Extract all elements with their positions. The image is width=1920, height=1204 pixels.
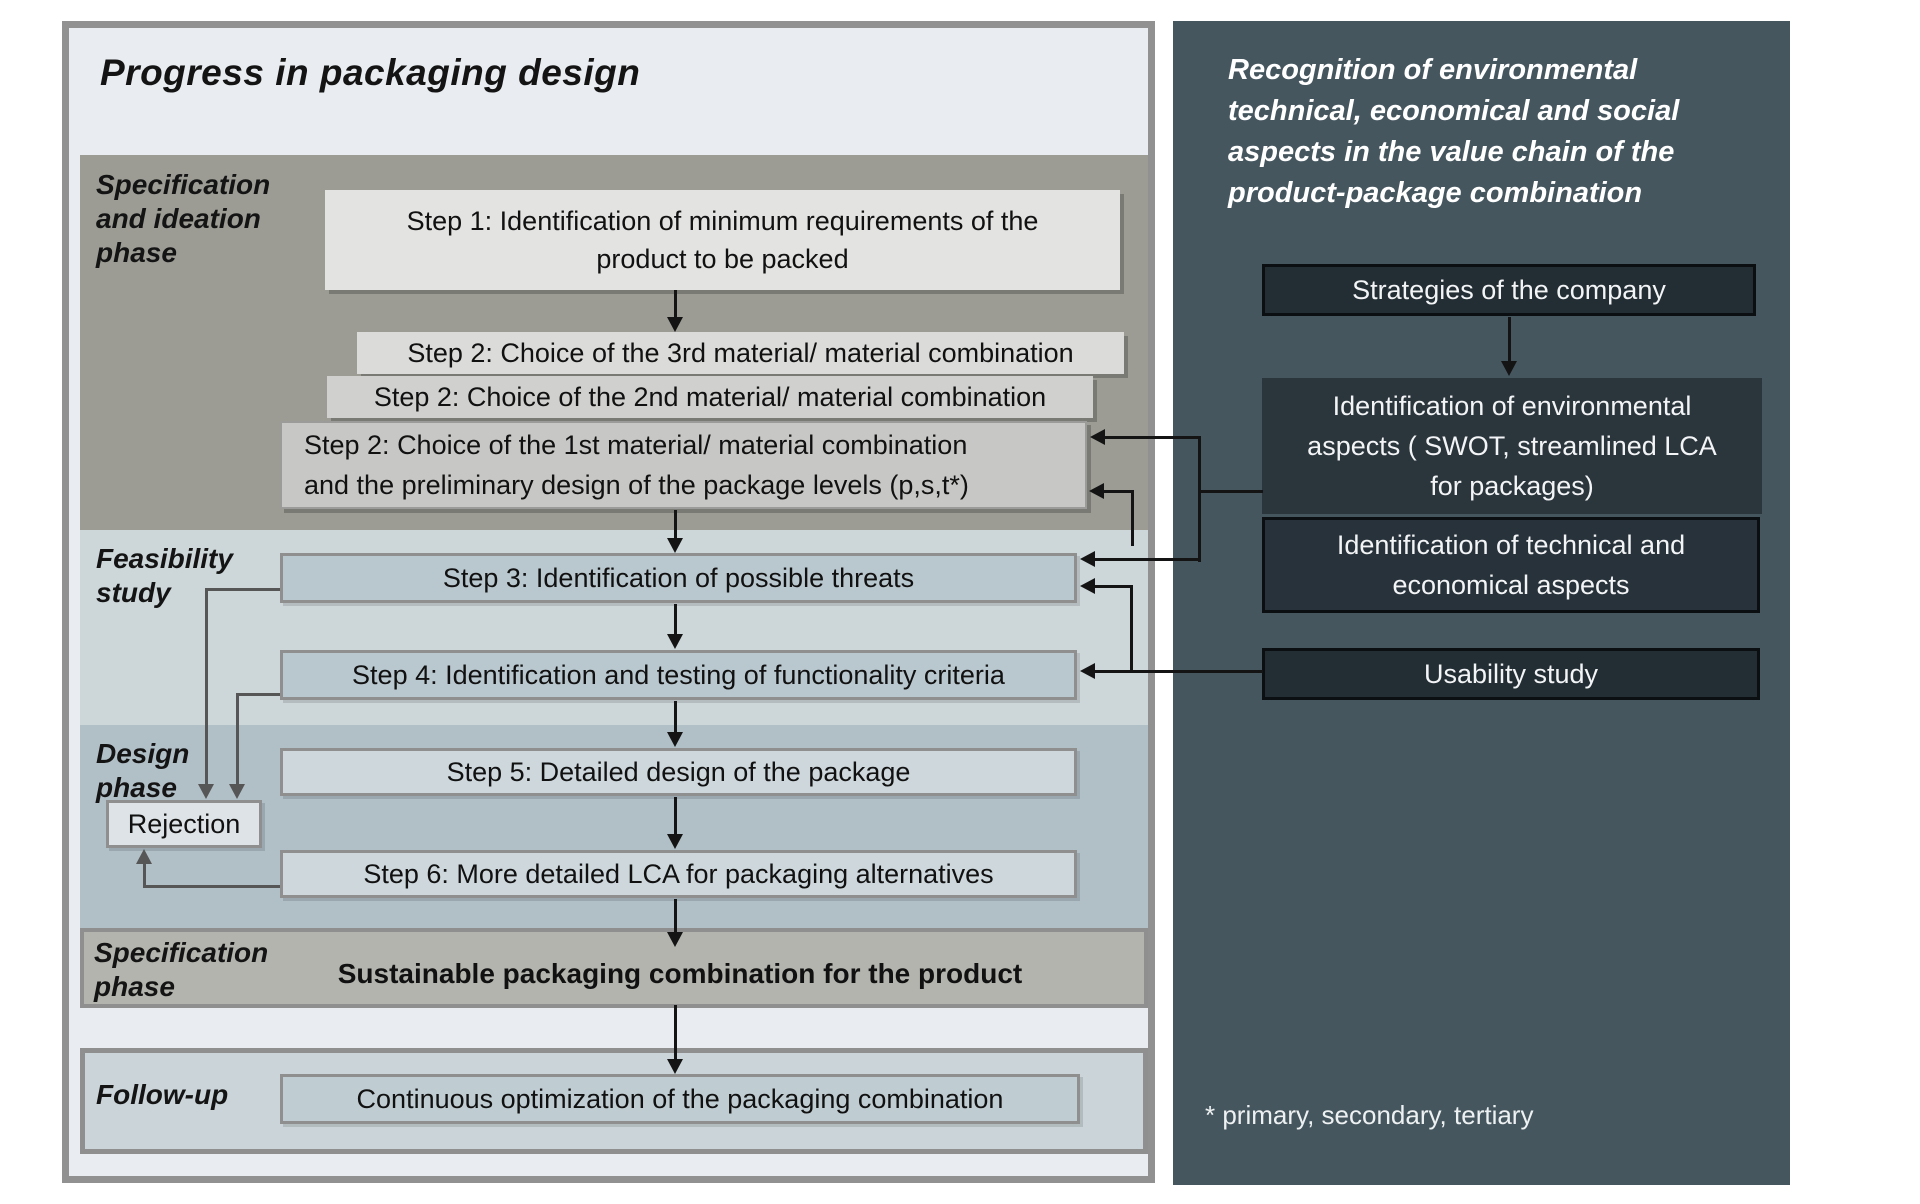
continuous-optimization-label: Continuous optimization of the packaging…: [356, 1084, 1004, 1114]
phase-label-specification: Specification phase: [94, 937, 269, 1002]
step2-first-material-box: Step 2: Choice of the 1st material/ mate…: [280, 421, 1087, 509]
usability-label: Usability study: [1423, 659, 1599, 689]
arrowhead-step5-to-step6-icon: [667, 834, 683, 849]
line-tech-to-trunk: [1200, 490, 1263, 493]
step5-label: Step 5: Detailed design of the package: [446, 757, 911, 787]
line-usability-to-step4: [1094, 670, 1263, 673]
arrowhead-step4-to-rejection-icon: [229, 784, 245, 799]
rejection-label: Rejection: [127, 809, 241, 839]
step1-box: Step 1: Identification of minimum requir…: [325, 190, 1120, 290]
recognition-title-line1: Recognition of environmental: [1228, 54, 1638, 86]
phase-label-design: Design phase: [96, 738, 190, 803]
arrowhead-step6-to-sustainable-icon: [667, 932, 683, 947]
step6-box: Step 6: More detailed LCA for packaging …: [280, 850, 1077, 898]
page-title: Progress in packaging design: [100, 52, 641, 93]
feedback-step3-horizontal: [205, 588, 280, 591]
arrowhead-step1-to-step2-icon: [667, 317, 683, 332]
feedback-step6-horizontal: [143, 885, 280, 888]
arrowhead-into-step2-upper-icon: [1090, 429, 1105, 445]
arrow-step5-to-step6: [674, 797, 677, 835]
step4-label: Step 4: Identification and testing of fu…: [352, 660, 1005, 690]
environmental-aspects-box: Identification of environmental aspects …: [1262, 378, 1762, 514]
step2-second-material-box: Step 2: Choice of the 2nd material/ mate…: [327, 376, 1093, 418]
trunk-line: [1198, 436, 1201, 562]
phase-label-follow-up: Follow-up: [96, 1079, 229, 1110]
tech-line1: Identification of technical and: [1336, 530, 1686, 560]
step1-line2: product to be packed: [596, 244, 849, 274]
phase-label-feasibility: Feasibility study: [96, 543, 233, 608]
arrow-step2-to-step3: [674, 510, 677, 538]
step2-second-label: Step 2: Choice of the 2nd material/ mate…: [373, 382, 1047, 412]
feedback-step6-vertical: [143, 864, 146, 888]
arrowhead-strategies-to-env-icon: [1501, 361, 1517, 376]
arrow-step6-to-sustainable: [674, 899, 677, 933]
step4-box: Step 4: Identification and testing of fu…: [280, 650, 1077, 700]
env-line3: for packages): [1430, 471, 1594, 501]
env-line1: Identification of environmental: [1332, 391, 1692, 421]
arrowhead-into-step3-lower-icon: [1080, 578, 1095, 594]
env-line2: aspects ( SWOT, streamlined LCA: [1307, 431, 1717, 461]
arrowhead-step3-to-rejection-icon: [198, 784, 214, 799]
step2-third-material-box: Step 2: Choice of the 3rd material/ mate…: [357, 332, 1124, 374]
tech-line2: economical aspects: [1392, 570, 1630, 600]
strategies-label: Strategies of the company: [1352, 275, 1666, 305]
recognition-title-line2: technical, economical and social: [1228, 95, 1680, 127]
arrow-sustainable-to-continuous: [674, 1005, 677, 1060]
footnote-primary-secondary-tertiary: * primary, secondary, tertiary: [1205, 1100, 1534, 1130]
arrow-step1-to-step2: [674, 290, 677, 318]
feedback-step3-vertical: [205, 588, 208, 784]
stub-feedback-horizontal: [1103, 490, 1133, 493]
step2-third-label: Step 2: Choice of the 3rd material/ mate…: [407, 338, 1074, 368]
technical-economical-box: Identification of technical and economic…: [1262, 517, 1760, 613]
feedback-step4-horizontal: [236, 693, 280, 696]
recognition-title-line4: product-package combination: [1228, 177, 1643, 209]
branch-usability-vertical: [1130, 585, 1133, 673]
arrowhead-step2-to-step3-icon: [667, 538, 683, 553]
arrowhead-into-step2-lower-icon: [1089, 483, 1104, 499]
arrowhead-into-step3-upper-icon: [1080, 551, 1095, 567]
stub-feedback-vertical: [1131, 490, 1134, 546]
usability-study-box: Usability study: [1262, 648, 1760, 700]
line-trunk-to-step3: [1094, 558, 1200, 561]
recognition-title: Recognition of environmental technical, …: [1228, 50, 1768, 214]
step1-line1: Step 1: Identification of minimum requir…: [406, 206, 1039, 236]
section-spec-phase: [80, 928, 1148, 1008]
arrow-strategies-to-env: [1508, 317, 1511, 362]
recognition-title-line3: aspects in the value chain of the: [1228, 136, 1675, 168]
step2-first-line1: Step 2: Choice of the 1st material/ mate…: [304, 430, 968, 460]
rejection-box: Rejection: [106, 800, 262, 848]
arrowhead-sustainable-to-continuous-icon: [667, 1059, 683, 1074]
continuous-optimization-box: Continuous optimization of the packaging…: [280, 1074, 1080, 1124]
arrow-step3-to-step4: [674, 604, 677, 635]
strategies-box: Strategies of the company: [1262, 264, 1756, 316]
step6-label: Step 6: More detailed LCA for packaging …: [363, 859, 994, 889]
arrowhead-step6-to-rejection-icon: [136, 849, 152, 864]
arrowhead-into-step4-icon: [1080, 663, 1095, 679]
sustainable-result-text: Sustainable packaging combination for th…: [337, 958, 1023, 989]
step5-box: Step 5: Detailed design of the package: [280, 748, 1077, 796]
phase-label-spec-ideation: Specification and ideation phase: [96, 169, 271, 268]
branch-usability-to-step3: [1094, 585, 1132, 588]
feedback-step4-vertical: [236, 693, 239, 784]
step3-label: Step 3: Identification of possible threa…: [442, 563, 915, 593]
arrowhead-step3-to-step4-icon: [667, 634, 683, 649]
line-trunk-to-step2: [1104, 436, 1200, 439]
arrowhead-step4-to-step5-icon: [667, 732, 683, 747]
step2-first-line2: and the preliminary design of the packag…: [304, 470, 969, 500]
step3-box: Step 3: Identification of possible threa…: [280, 553, 1077, 603]
arrow-step4-to-step5: [674, 701, 677, 733]
